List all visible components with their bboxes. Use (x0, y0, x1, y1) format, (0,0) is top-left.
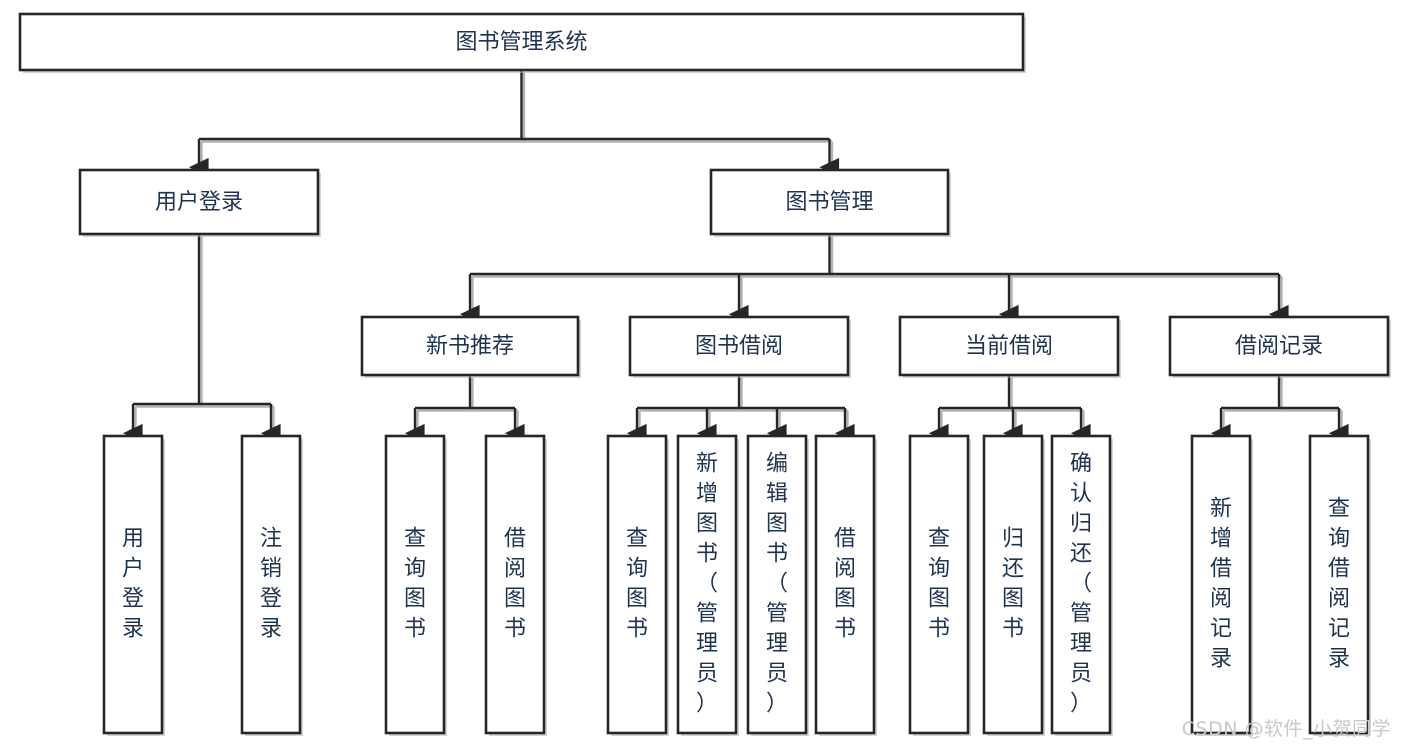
node-leaf-5[interactable]: 新增图书（管理员） (676, 434, 738, 735)
node-boxes: 图书管理系统用户登录图书管理新书推荐图书借阅当前借阅借阅记录用户登录注销登录查询… (18, 12, 1391, 736)
node-l3-1[interactable]: 图书借阅 (628, 315, 850, 377)
node-label: 用户登录 (155, 190, 243, 215)
node-label: 查询图书 (928, 527, 950, 642)
node-l3-3[interactable]: 借阅记录 (1168, 315, 1390, 377)
node-label: 图书借阅 (695, 334, 783, 359)
node-leaf-2[interactable]: 查询图书 (384, 434, 446, 735)
node-label: 查询借阅记录 (1328, 497, 1350, 672)
node-leaf-7[interactable]: 借阅图书 (814, 434, 876, 735)
node-root-system[interactable]: 图书管理系统 (18, 12, 1025, 72)
node-leaf-10[interactable]: 确认归还（管理员） (1050, 434, 1112, 735)
node-label: 用户登录 (122, 527, 144, 642)
node-label: 新增借阅记录 (1210, 497, 1232, 672)
node-label: 借阅图书 (504, 527, 526, 642)
node-leaf-0[interactable]: 用户登录 (102, 434, 164, 735)
node-leaf-4[interactable]: 查询图书 (606, 434, 668, 735)
node-leaf-12[interactable]: 查询借阅记录 (1308, 434, 1370, 735)
node-label: 编辑图书（管理员） (766, 452, 788, 717)
node-label: 确认归还（管理员） (1070, 452, 1092, 717)
node-leaf-9[interactable]: 归还图书 (982, 434, 1044, 735)
node-l3-2[interactable]: 当前借阅 (898, 315, 1120, 377)
node-leaf-3[interactable]: 借阅图书 (484, 434, 546, 735)
node-label: 图书管理系统 (455, 30, 587, 55)
node-l2-1[interactable]: 图书管理 (709, 168, 950, 236)
node-leaf-11[interactable]: 新增借阅记录 (1190, 434, 1252, 735)
node-label: 借阅记录 (1235, 334, 1323, 359)
node-l3-0[interactable]: 新书推荐 (360, 315, 580, 377)
node-l2-0[interactable]: 用户登录 (78, 168, 320, 236)
connector-lines (122, 70, 1349, 443)
node-label: 归还图书 (1002, 527, 1024, 642)
node-label: 注销登录 (260, 527, 282, 642)
node-label: 图书管理 (785, 190, 873, 215)
node-label: 借阅图书 (834, 527, 856, 642)
node-label: 当前借阅 (965, 334, 1053, 359)
node-leaf-6[interactable]: 编辑图书（管理员） (746, 434, 808, 735)
node-leaf-8[interactable]: 查询图书 (908, 434, 970, 735)
node-label: 新书推荐 (426, 334, 514, 359)
node-label: 查询图书 (404, 527, 426, 642)
node-label: 新增图书（管理员） (696, 452, 718, 717)
node-leaf-1[interactable]: 注销登录 (240, 434, 302, 735)
node-label: 查询图书 (626, 527, 648, 642)
